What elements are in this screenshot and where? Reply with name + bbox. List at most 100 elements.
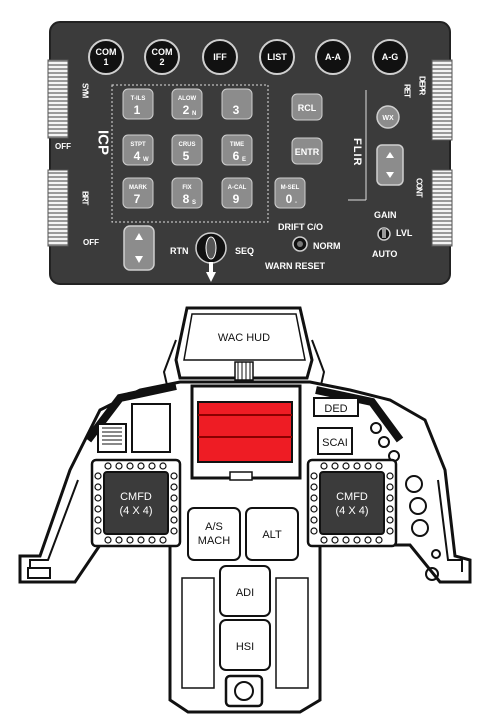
seq-label: SEQ	[235, 246, 254, 256]
cmfd-right-screen	[319, 471, 385, 535]
rtn-seq-knob[interactable]	[195, 232, 227, 282]
osb-button[interactable]	[310, 483, 318, 491]
top-button-4[interactable]: LIST	[259, 39, 295, 75]
keypad-number: 7	[134, 192, 141, 206]
ded-display	[313, 397, 359, 417]
top-button-5[interactable]: A-A	[315, 39, 351, 75]
osb-button[interactable]	[137, 462, 145, 470]
top-button-label: IFF	[213, 52, 227, 62]
osb-button[interactable]	[375, 462, 383, 470]
cont-wheel[interactable]	[431, 169, 453, 247]
sym-label: SYM	[81, 83, 90, 99]
top-button-sublabel: 1	[103, 57, 108, 67]
svg-text:RCL: RCL	[298, 103, 317, 113]
osb-button[interactable]	[342, 462, 350, 470]
dobber-rocker-switch[interactable]	[123, 225, 155, 271]
osb-button[interactable]	[320, 462, 328, 470]
top-button-6[interactable]: A-G	[372, 39, 408, 75]
osb-button[interactable]	[353, 462, 361, 470]
keypad-direction: -	[295, 200, 297, 206]
osb-button[interactable]	[364, 462, 372, 470]
keypad-label: TIME	[230, 142, 244, 148]
osb-button[interactable]	[115, 462, 123, 470]
osb-button[interactable]	[170, 472, 178, 480]
osb-button[interactable]	[159, 536, 167, 544]
cont-label: CONT	[415, 178, 424, 198]
osb-button[interactable]	[94, 505, 102, 513]
osb-button[interactable]	[310, 505, 318, 513]
osb-button[interactable]	[170, 527, 178, 535]
svg-text:SCAI: SCAI	[322, 437, 348, 449]
flir-label: FLIR	[351, 138, 363, 166]
osb-button[interactable]	[94, 472, 102, 480]
rcl-button[interactable]: RCL	[291, 93, 323, 121]
osb-button[interactable]	[148, 462, 156, 470]
rtn-label: RTN	[170, 246, 189, 256]
osb-button[interactable]	[386, 483, 394, 491]
ret-depr-wheel[interactable]	[431, 59, 453, 141]
osb-button[interactable]	[170, 516, 178, 524]
osb-button[interactable]	[94, 527, 102, 535]
osb-button[interactable]	[331, 462, 339, 470]
drift-co-switch[interactable]	[292, 236, 308, 252]
flir-rocker-switch[interactable]	[376, 144, 404, 186]
osb-button[interactable]	[320, 536, 328, 544]
keypad-button-3[interactable]: 3	[221, 88, 253, 120]
osb-button[interactable]	[310, 527, 318, 535]
osb-button[interactable]	[386, 505, 394, 513]
brt-wheel[interactable]	[47, 169, 69, 247]
osb-button[interactable]	[159, 462, 167, 470]
osb-button[interactable]	[364, 536, 372, 544]
osb-button[interactable]	[126, 536, 134, 544]
top-button-3[interactable]: IFF	[202, 39, 238, 75]
osb-button[interactable]	[94, 483, 102, 491]
keypad-direction: S	[192, 200, 196, 206]
osb-button[interactable]	[126, 462, 134, 470]
off-label-bottom: OFF	[83, 238, 99, 247]
osb-button[interactable]	[170, 505, 178, 513]
entr-button[interactable]: ENTR	[291, 137, 323, 165]
osb-button[interactable]	[104, 536, 112, 544]
osb-button[interactable]	[137, 536, 145, 544]
osb-button[interactable]	[310, 472, 318, 480]
osb-button[interactable]	[148, 536, 156, 544]
osb-button[interactable]	[331, 536, 339, 544]
osb-button[interactable]	[386, 494, 394, 502]
osb-button[interactable]	[170, 483, 178, 491]
sym-wheel[interactable]	[47, 59, 69, 139]
osb-button[interactable]	[353, 536, 361, 544]
osb-button[interactable]	[386, 516, 394, 524]
keypad-number: 6	[233, 149, 240, 163]
top-button-label: LIST	[267, 52, 287, 62]
osb-button[interactable]	[310, 494, 318, 502]
osb-button[interactable]	[170, 494, 178, 502]
gain-lvl-auto-switch[interactable]	[377, 227, 391, 241]
keypad-label: ALOW	[178, 96, 197, 102]
hsi-instrument	[219, 619, 271, 671]
osb-button[interactable]	[310, 516, 318, 524]
osb-button[interactable]	[386, 527, 394, 535]
osb-button[interactable]	[94, 494, 102, 502]
osb-button[interactable]	[386, 472, 394, 480]
as-mach-instrument	[187, 507, 241, 561]
osb-button[interactable]	[375, 536, 383, 544]
osb-button[interactable]	[342, 536, 350, 544]
auto-label: AUTO	[372, 249, 397, 259]
osb-button[interactable]	[104, 462, 112, 470]
red-display	[197, 401, 293, 463]
osb-button[interactable]	[115, 536, 123, 544]
osb-button[interactable]	[94, 516, 102, 524]
wx-button[interactable]: WX	[376, 105, 400, 129]
top-button-sublabel: 2	[159, 57, 164, 67]
